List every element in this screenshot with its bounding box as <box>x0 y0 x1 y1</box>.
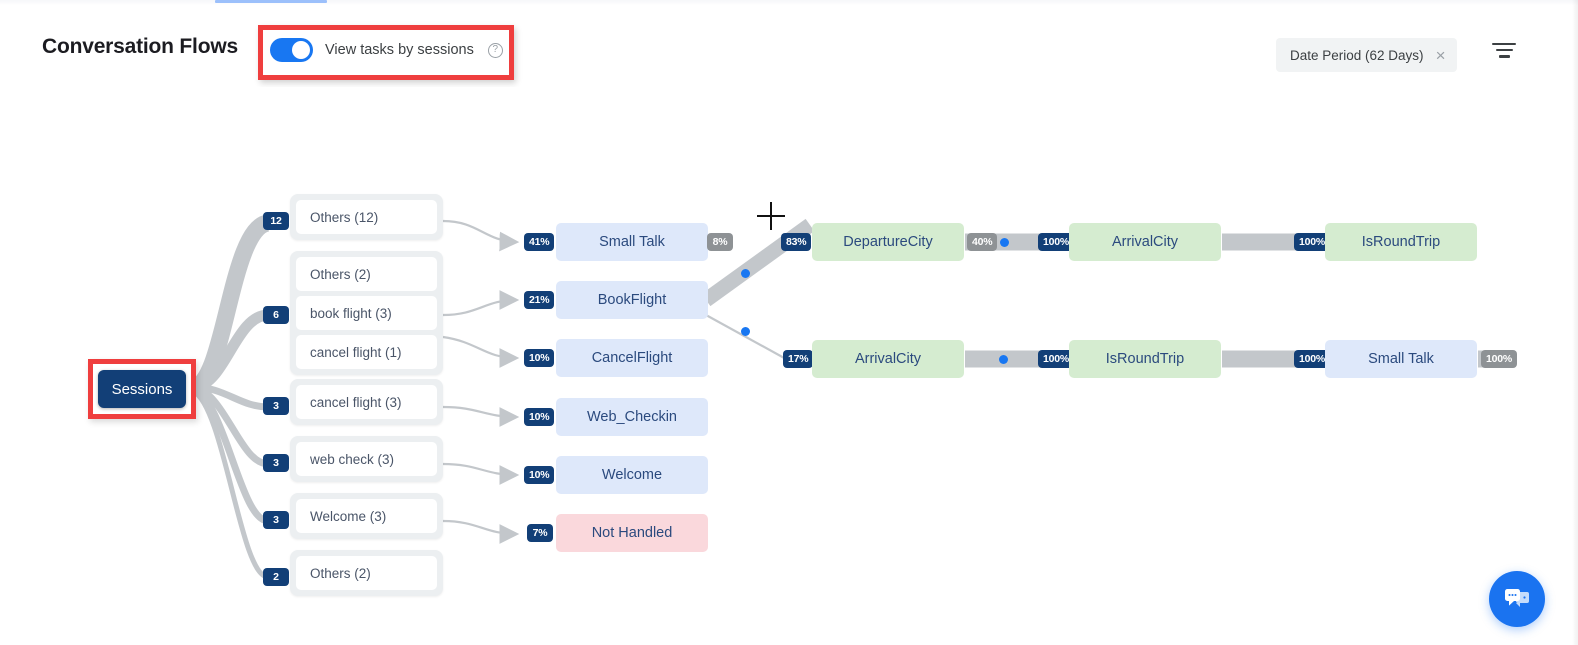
node-small-talk[interactable]: Small Talk <box>556 223 708 261</box>
page-title: Conversation Flows <box>42 35 238 58</box>
top-strip <box>0 0 1578 5</box>
flow-canvas[interactable]: Sessions Others (12) 12 Others (2) book … <box>0 87 1578 645</box>
edge-pct-badge[interactable]: 83% <box>781 233 812 251</box>
task-group-5[interactable]: Welcome (3) <box>290 493 443 539</box>
task-group-2[interactable]: Others (2) book flight (3) cancel flight… <box>290 251 443 375</box>
node-sessions[interactable]: Sessions <box>98 370 186 408</box>
end-pct-badge[interactable]: 100% <box>1481 350 1518 368</box>
view-tasks-by-sessions-control[interactable]: View tasks by sessions ? <box>270 38 503 62</box>
cursor-vertical <box>770 202 773 230</box>
node-isroundtrip-top[interactable]: IsRoundTrip <box>1325 223 1477 261</box>
filter-bar-2 <box>1495 49 1513 52</box>
group-count-badge[interactable]: 3 <box>263 397 289 415</box>
task-item[interactable]: Others (12) <box>296 200 437 234</box>
task-item[interactable]: web check (3) <box>296 442 437 476</box>
task-item[interactable]: book flight (3) <box>296 296 437 330</box>
node-small-talk-bottom[interactable]: Small Talk <box>1325 340 1477 378</box>
node-web-checkin[interactable]: Web_Checkin <box>556 398 708 436</box>
crosshair-cursor <box>757 202 785 230</box>
node-out-pct-badge[interactable]: 8% <box>707 233 733 251</box>
toggle-knob <box>292 41 310 59</box>
group-count-badge[interactable]: 2 <box>263 568 289 586</box>
group-count-badge[interactable]: 6 <box>263 306 289 324</box>
page-right-edge <box>1572 0 1578 645</box>
view-tasks-by-sessions-toggle[interactable] <box>270 38 313 62</box>
node-arrivalcity-top[interactable]: ArrivalCity <box>1069 223 1221 261</box>
filter-icon[interactable] <box>1492 43 1516 65</box>
drop-pct-badge[interactable]: 40% <box>967 233 998 251</box>
node-departurecity[interactable]: DepartureCity <box>812 223 964 261</box>
filter-bar-3 <box>1498 55 1510 58</box>
toggle-label: View tasks by sessions <box>325 42 474 58</box>
node-isroundtrip-bottom[interactable]: IsRoundTrip <box>1069 340 1221 378</box>
close-icon[interactable]: × <box>1435 45 1446 65</box>
group-count-badge[interactable]: 12 <box>263 212 289 230</box>
task-group-3[interactable]: cancel flight (3) <box>290 379 443 425</box>
node-cancelflight[interactable]: CancelFlight <box>556 339 708 377</box>
edge-pct-badge[interactable]: 10% <box>524 466 555 484</box>
edge-pct-badge[interactable]: 41% <box>524 233 555 251</box>
edge-pct-badge[interactable]: 100% <box>1294 350 1331 368</box>
node-bookflight[interactable]: BookFlight <box>556 281 708 319</box>
filter-bar-1 <box>1492 43 1516 46</box>
group-count-badge[interactable]: 3 <box>263 454 289 472</box>
active-tab-underline <box>215 0 327 3</box>
task-item[interactable]: cancel flight (3) <box>296 385 437 419</box>
edge-pct-badge[interactable]: 17% <box>783 350 814 368</box>
task-item[interactable]: Others (2) <box>296 257 437 291</box>
node-arrivalcity-bottom[interactable]: ArrivalCity <box>812 340 964 378</box>
edge-pct-badge[interactable]: 100% <box>1294 233 1331 251</box>
task-group-1[interactable]: Others (12) <box>290 194 443 240</box>
chat-bubbles-glyph <box>1505 589 1529 607</box>
edge-pct-badge[interactable]: 10% <box>524 408 555 426</box>
page-header: Conversation Flows View tasks by session… <box>0 5 1578 87</box>
chat-bubbles-icon[interactable] <box>1489 571 1545 627</box>
edge-marker-dot[interactable] <box>999 355 1008 364</box>
edge-pct-badge[interactable]: 7% <box>527 524 553 542</box>
edge-marker-dot[interactable] <box>741 327 750 336</box>
group-count-badge[interactable]: 3 <box>263 511 289 529</box>
edge-pct-badge[interactable]: 10% <box>524 349 555 367</box>
help-circle-icon[interactable]: ? <box>487 42 503 58</box>
task-item[interactable]: Others (2) <box>296 556 437 590</box>
edge-pct-badge[interactable]: 21% <box>524 291 555 309</box>
task-group-4[interactable]: web check (3) <box>290 436 443 482</box>
edge-marker-dot[interactable] <box>741 269 750 278</box>
task-item[interactable]: cancel flight (1) <box>296 335 437 369</box>
task-group-6[interactable]: Others (2) <box>290 550 443 596</box>
node-welcome[interactable]: Welcome <box>556 456 708 494</box>
task-item[interactable]: Welcome (3) <box>296 499 437 533</box>
edge-pct-badge[interactable]: 100% <box>1038 350 1075 368</box>
edge-marker-dot[interactable] <box>1000 238 1009 247</box>
date-period-label: Date Period (62 Days) <box>1290 47 1424 63</box>
date-period-chip[interactable]: Date Period (62 Days) × <box>1276 38 1457 72</box>
node-not-handled[interactable]: Not Handled <box>556 514 708 552</box>
edge-pct-badge[interactable]: 100% <box>1038 233 1075 251</box>
